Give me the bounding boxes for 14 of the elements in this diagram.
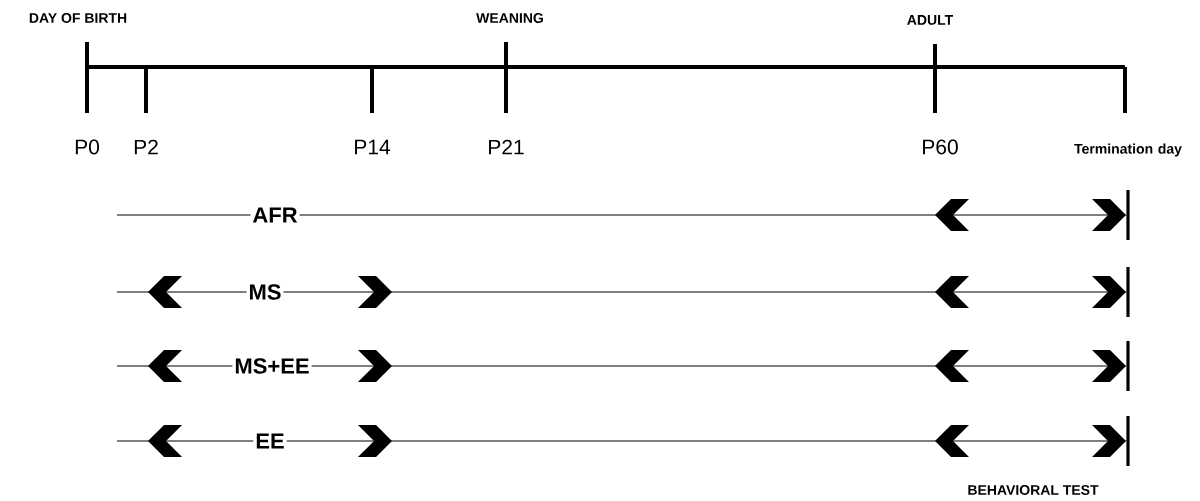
day-label: Termination day (1074, 143, 1182, 157)
test-label: BEHAVIORAL TEST (968, 485, 1099, 495)
stage-label: ADULT (907, 15, 954, 25)
stage-label: WEANING (476, 13, 543, 23)
group-label: AFR (250, 205, 300, 225)
day-label: P21 (489, 139, 524, 155)
day-label: P0 (75, 139, 99, 155)
day-label: P2 (134, 139, 158, 155)
stage-label: DAY OF BIRTH (29, 13, 127, 23)
group-label: MS+EE (232, 356, 312, 376)
day-label: P14 (355, 139, 391, 155)
group-label: MS (246, 282, 284, 302)
day-label: P60 (923, 139, 958, 155)
group-label: EE (253, 431, 287, 451)
